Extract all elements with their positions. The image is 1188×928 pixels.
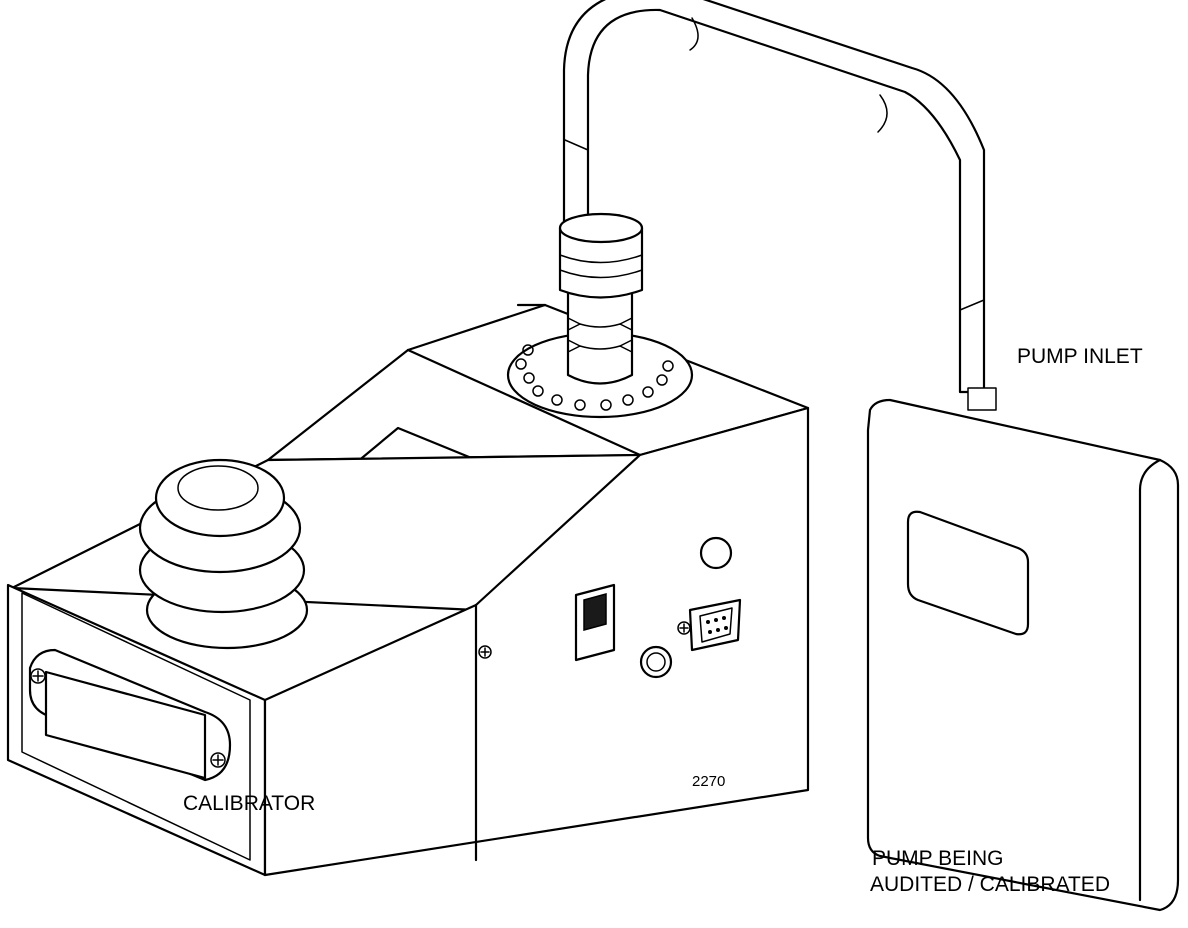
pump-label-line2: AUDITED / CALIBRATED bbox=[870, 873, 1110, 896]
bellows-filter bbox=[138, 458, 309, 650]
figure-number: 2270 bbox=[692, 773, 725, 790]
pump-label-line1: PUMP BEING bbox=[872, 847, 1003, 870]
pump-display-window bbox=[906, 510, 1030, 636]
indicator-lamp-icon bbox=[699, 536, 733, 570]
calibrator bbox=[6, 212, 810, 877]
pump-body bbox=[866, 398, 1180, 912]
calibrator-label: CALIBRATOR bbox=[183, 792, 315, 815]
inlet-connector bbox=[558, 212, 644, 385]
pump-inlet-label: PUMP INLET bbox=[1017, 345, 1143, 368]
side-panel-controls bbox=[574, 536, 742, 679]
